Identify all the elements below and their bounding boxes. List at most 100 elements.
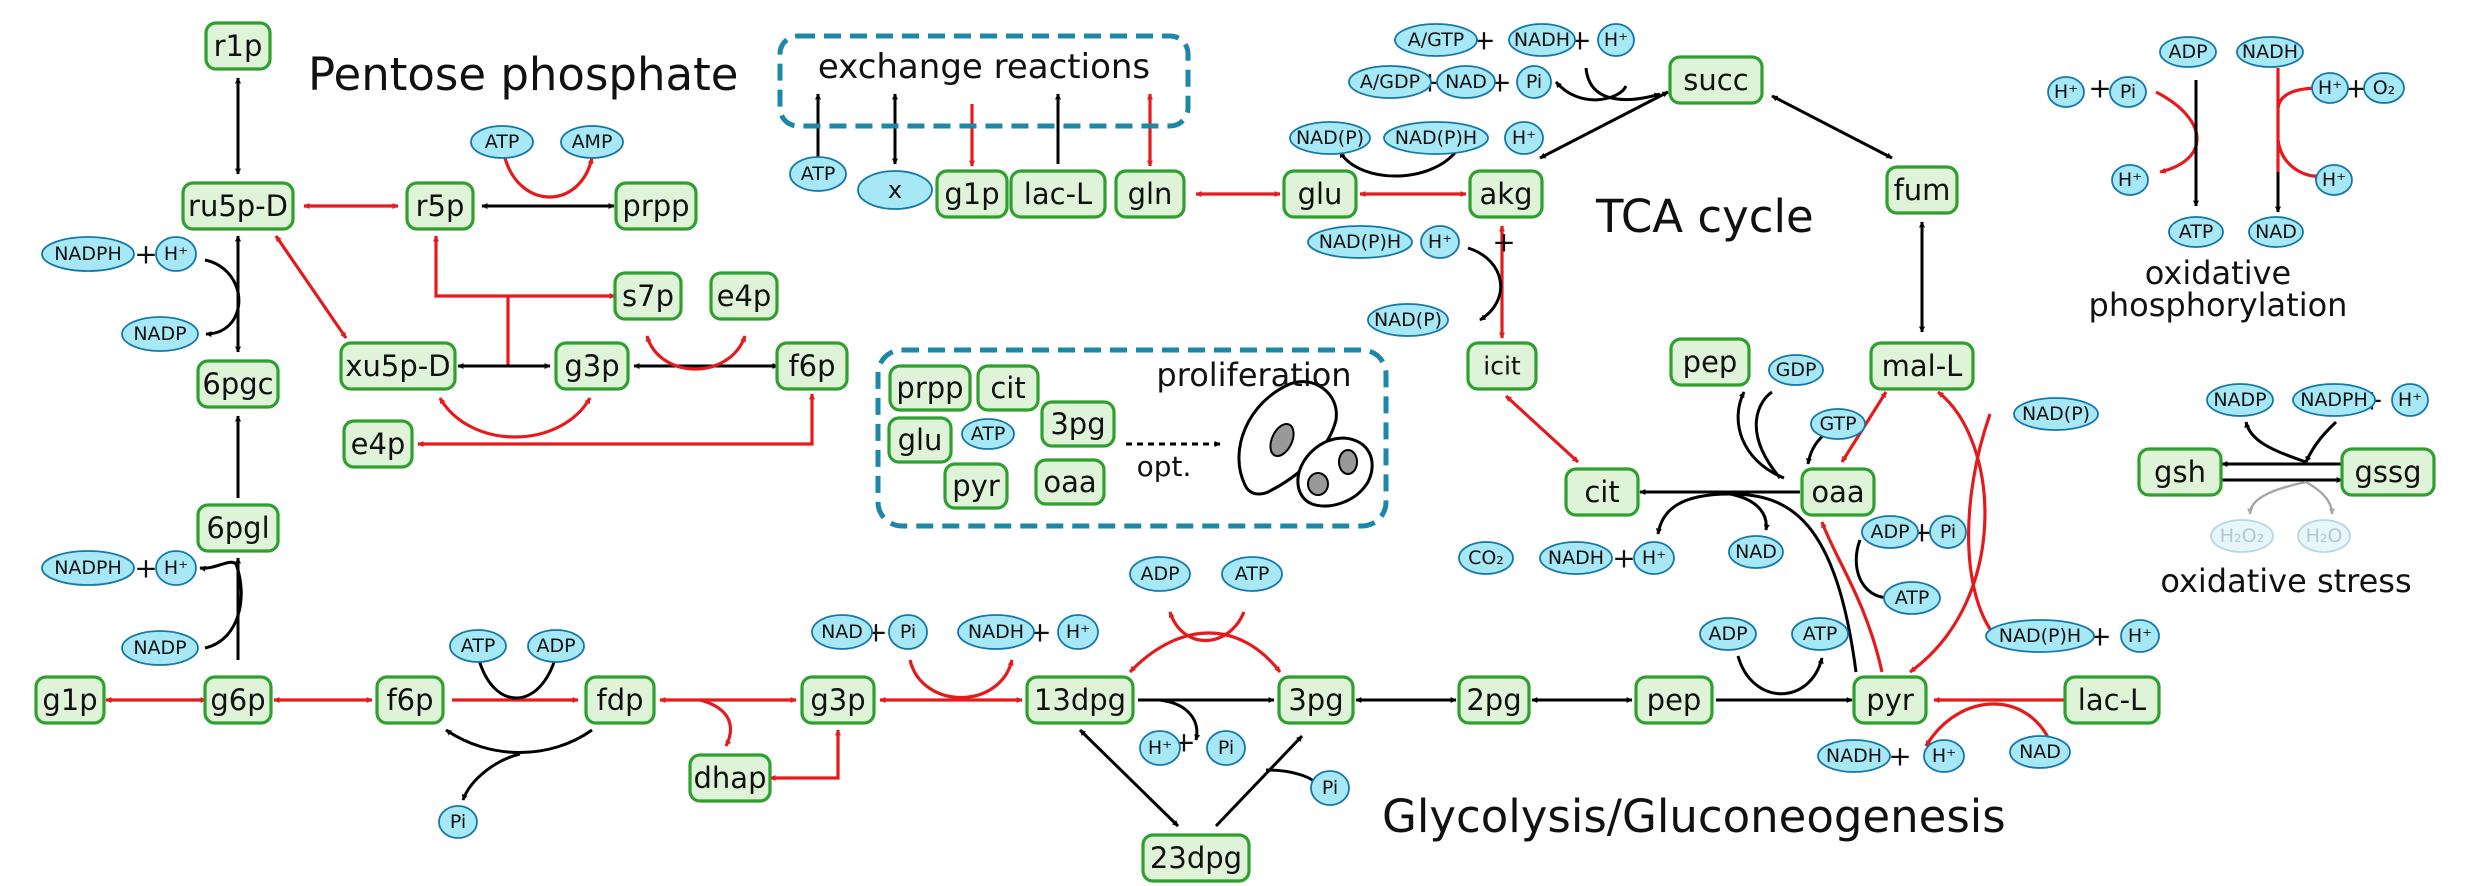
metabolite-label: icit (1483, 352, 1521, 381)
cofactor-h-s: H⁺ (1597, 23, 1635, 57)
metabolite-g1p: g1p (34, 675, 106, 725)
cofactor-amp-r5p: AMP (560, 125, 624, 159)
cofactor-label: H⁺ (1428, 231, 1452, 253)
cofactor-label: NAD(P)H (1999, 625, 2081, 647)
metabolite-label: gssg (2354, 455, 2421, 489)
metabolite-icit: icit (1466, 341, 1538, 391)
svg-text:+: + (1492, 226, 1515, 259)
cofactor-label: ATP (1895, 587, 1930, 609)
cofactor-atp-ex: ATP (789, 156, 847, 192)
metabolite-pyr: pyr (1852, 675, 1928, 725)
metabolite-label: e4p (351, 427, 406, 461)
cofactor-h-ox2: H⁺ (2311, 72, 2349, 104)
svg-text:+: + (2088, 72, 2111, 105)
cofactor-label: NAD(P) (1374, 309, 1442, 331)
cofactor-nadh-s: NADH (1508, 23, 1576, 57)
cofactor-nadph-glu: NAD(P)H (1383, 121, 1489, 155)
cofactor-o2-ox: O₂ (2363, 72, 2405, 104)
metabolite-glu: glu (1282, 169, 1358, 219)
metabolite-prpp: prpp (614, 181, 698, 231)
metabolite-g3p: g3p (800, 675, 876, 725)
metabolite-label: oaa (1043, 465, 1096, 499)
cofactor-label: Pi (900, 621, 916, 643)
metabolite-label: akg (1480, 177, 1533, 211)
metabolite-label: 3pg (1050, 407, 1105, 441)
label-exchange-reactions: exchange reactions (818, 47, 1150, 87)
metabolite-label: pyr (952, 469, 1000, 503)
arrow-mal-pyr (1909, 390, 1987, 674)
svg-text:+: + (1488, 66, 1511, 99)
cofactor-label: NADH (1826, 745, 1882, 767)
cofactor-label: NAD (821, 621, 863, 643)
cofactor-adp-ox: ADP (2159, 36, 2217, 68)
cofactor-label: GDP (1776, 359, 1817, 381)
cofactor-label: H⁺ (1642, 547, 1666, 569)
cofactor-label: NAD (2019, 741, 2061, 763)
cofactor-label: ATP (971, 423, 1006, 445)
cofactor-pi-dpg: Pi (1206, 730, 1246, 766)
cofactor-nad-ldh: NAD (2009, 735, 2071, 769)
cofactor-nadph-gsh: NADPH (2292, 383, 2376, 417)
metabolite-lac-L: lac-L (2063, 675, 2161, 725)
metabolite-r1p: r1p (204, 21, 272, 71)
cofactor-nad-s: NAD (1436, 65, 1496, 99)
svg-text:+: + (1910, 516, 1933, 549)
metabolite-label: oaa (1811, 475, 1864, 509)
cofactor-label: H₂O₂ (2220, 525, 2264, 547)
arrow-13dpg-3pg (1128, 631, 1282, 674)
cofactor-label: ADP (536, 635, 575, 657)
arrow-oxphos-5 (2276, 139, 2321, 180)
metabolite-ex-g1p: g1p (935, 169, 1009, 219)
arrow-succ-fum (1771, 94, 1893, 160)
metabolite-label: gsh (2154, 455, 2206, 489)
cofactor-co2: CO₂ (1458, 541, 1514, 575)
metabolite-label: succ (1683, 63, 1748, 97)
arrow-gsh-nadph (2304, 420, 2338, 463)
metabolite-label: pep (1647, 683, 1702, 717)
metabolite-label: 2pg (1466, 683, 1521, 717)
arrow-fdp-pi (461, 752, 521, 801)
cofactor-label: H⁺ (164, 557, 188, 579)
arrow-dhap-g3p (769, 729, 841, 781)
cofactor-nadp-glu: NAD(P) (1289, 121, 1371, 155)
svg-text:+: + (1472, 24, 1495, 57)
cofactor-label: NAD(P)H (1319, 231, 1401, 253)
cofactor-h-2: H⁺ (155, 550, 197, 586)
cofactor-atp-pgk: ATP (1221, 556, 1283, 592)
arrow-23dpg-3pg (1214, 734, 1304, 828)
arrow-adp-atp-pk (1736, 655, 1824, 696)
metabolite-r5p: r5p (405, 181, 475, 231)
arrow-oaa-cofactors (1854, 539, 1891, 601)
cofactor-h2o2: H₂O₂ (2210, 519, 2274, 553)
proliferation-box (875, 347, 1389, 529)
metabolite-label: 3pg (1288, 683, 1343, 717)
metabolite-label: ru5p-D (188, 189, 288, 223)
cofactor-x-ex: x (857, 170, 933, 210)
cofactor-label: NADH (1548, 547, 1604, 569)
cofactor-pi-fdp: Pi (438, 805, 478, 839)
metabolite-label: g1p (944, 177, 999, 211)
cofactor-label: NADH (968, 621, 1024, 643)
metabolite-label: pep (1683, 345, 1738, 379)
arrow-pyr-oaa (1820, 521, 1884, 673)
arrow-gsh-nadp (2244, 421, 2307, 464)
metabolite-label: s7p (622, 279, 674, 313)
cofactor-nadp-2: NADP (121, 630, 199, 666)
cofactor-label: NAD(P) (2022, 403, 2090, 425)
metabolite-label: cit (990, 371, 1025, 405)
metabolite-s7p: s7p (613, 271, 683, 321)
label-opt: opt. (1137, 450, 1192, 483)
label-oxidative-stress: oxidative stress (2160, 562, 2411, 600)
cofactor-label: H⁺ (2118, 169, 2142, 191)
metabolite-f6p: f6p (375, 675, 445, 725)
svg-text:+: + (2344, 72, 2367, 105)
arrow-nadph-ru5p (204, 258, 241, 337)
arrow-fdp-dhap (699, 698, 732, 747)
title-tca-cycle: TCA cycle (1595, 190, 1814, 243)
cofactor-label: ATP (2179, 221, 2214, 243)
metabolite-13dpg: 13dpg (1025, 675, 1135, 725)
metabolite-dhap: dhap (688, 753, 772, 803)
metabolite-label: g6p (210, 683, 265, 717)
arrow-13dpg-23dpg (1078, 728, 1180, 828)
